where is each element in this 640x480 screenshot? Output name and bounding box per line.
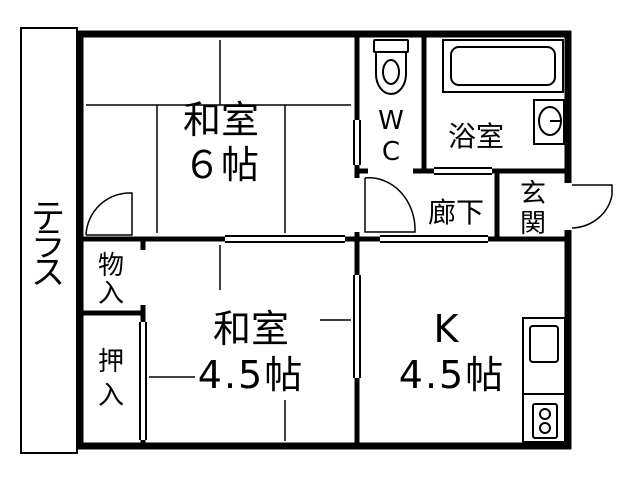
wc-label-line2: C (382, 137, 400, 167)
sink-icon (529, 325, 559, 363)
bath-label: 浴室 (448, 120, 504, 153)
terrace-label-char-3: ス (31, 253, 65, 293)
closet-label-line1: 押 (98, 347, 124, 377)
wall-openings (139, 120, 572, 440)
exterior-walls (76, 30, 572, 450)
corridor-label: 廊下 (428, 196, 484, 229)
stove-icon (532, 403, 558, 439)
swing-doors (85, 177, 613, 236)
washbasin-icon (533, 99, 565, 145)
bathtub-icon (442, 39, 564, 93)
entrance-label-line2: 関 (520, 209, 546, 239)
washitsu-large-name: 和室 (183, 98, 259, 142)
closet-label-line2: 入 (98, 381, 124, 411)
storage-label-line2: 入 (98, 279, 124, 309)
entrance-label-line1: 玄 (520, 179, 546, 209)
storage-label-line1: 物 (98, 251, 124, 281)
toilet-icon (373, 39, 409, 95)
kitchen-size: 4.5帖 (399, 353, 505, 397)
sliding-doors (139, 120, 492, 440)
washitsu-small-size: 4.5帖 (198, 353, 304, 397)
washitsu-small-name: 和室 (213, 307, 289, 351)
washitsu-large-size: ６帖 (183, 143, 259, 187)
terrace-label-char-1: テ (31, 197, 65, 237)
kitchen-name: K (434, 307, 460, 351)
wc-label-line1: W (378, 106, 404, 136)
terrace-label-char-2: ラ (31, 225, 65, 265)
tatami-lines-large (86, 40, 351, 233)
kitchen-counter (522, 317, 566, 443)
tatami-lines-small (149, 245, 351, 441)
